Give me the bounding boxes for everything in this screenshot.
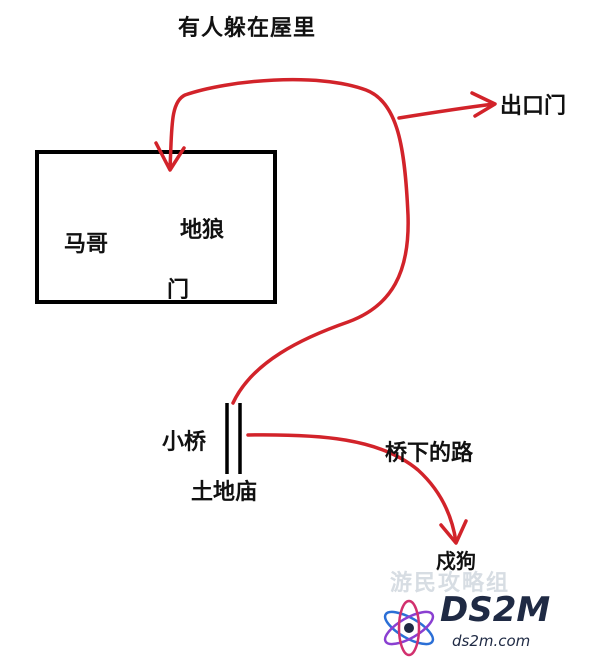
label-earth-temple: 土地庙 (191, 480, 258, 505)
arrow-into-house (154, 141, 186, 172)
label-house-door: 门 (167, 278, 190, 303)
watermark-brand: DS2M (440, 590, 551, 630)
label-exit-door: 出口门 (500, 94, 567, 119)
path-bridge-to-exit (168, 77, 410, 405)
arrow-to-guard-dog (439, 519, 468, 545)
path-under-bridge (246, 433, 458, 544)
watermark-url[interactable]: ds2m.com (452, 632, 531, 650)
label-under-bridge: 桥下的路 (385, 441, 474, 466)
atom-logo-icon (383, 599, 435, 657)
watermark-site-name: 游民攻略组 (390, 571, 511, 596)
label-werewolf: 地狼 (180, 218, 225, 243)
label-bridge: 小桥 (162, 430, 207, 455)
diagram-title: 有人躲在屋里 (178, 16, 317, 41)
label-mage: 马哥 (64, 232, 109, 257)
path-to-exit-door (397, 102, 496, 120)
label-guard-dog: 戍狗 (436, 549, 476, 573)
house-outline (35, 150, 277, 304)
arrow-to-exit-door (470, 91, 497, 118)
